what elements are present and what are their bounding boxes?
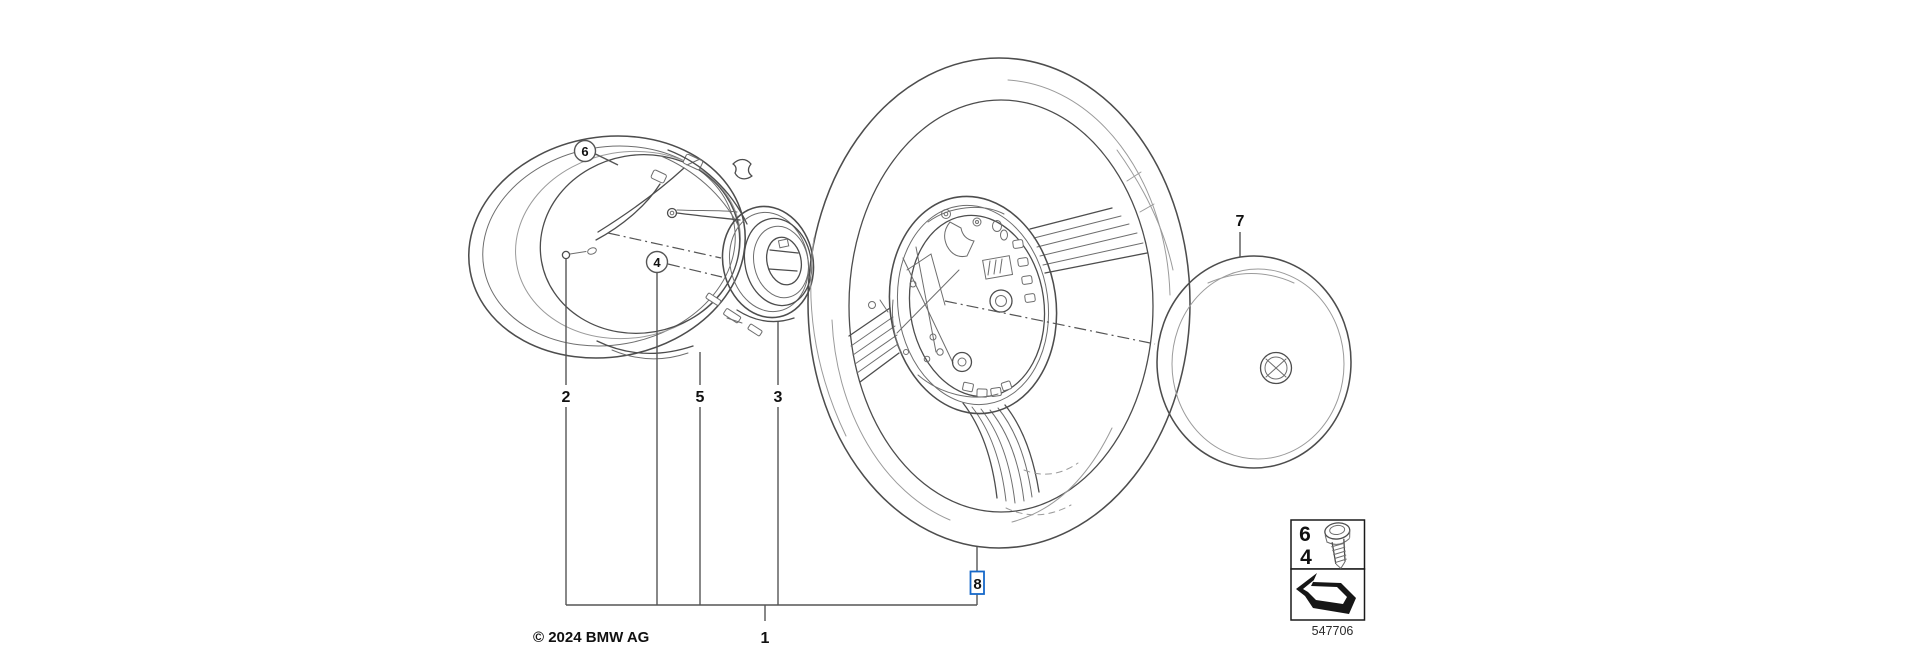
- direction-arrow-icon: [1296, 573, 1356, 614]
- selected-callout-box[interactable]: [969, 570, 985, 595]
- locating-pin[interactable]: [561, 250, 587, 260]
- housing-wires: [595, 149, 748, 241]
- bmw-roundel-icon: [1259, 351, 1293, 385]
- callout-label-1[interactable]: 1: [761, 630, 770, 647]
- screw-icon: [1324, 522, 1351, 570]
- retaining-clips[interactable]: [705, 292, 763, 337]
- steering-wheel[interactable]: [807, 57, 1191, 549]
- callout-label-4[interactable]: 4: [653, 255, 661, 270]
- fastener-legend: 6 4 547706: [1290, 519, 1366, 638]
- assembly-axis-lines: [607, 232, 1156, 345]
- callout-circle-4[interactable]: [645, 250, 669, 274]
- airbag-cover[interactable]: [1156, 255, 1352, 469]
- callout-label-2[interactable]: 2: [562, 389, 571, 406]
- left-spoke: [848, 299, 900, 383]
- callout-label-6[interactable]: 6: [581, 144, 588, 159]
- copyright-text: © 2024 BMW AG: [533, 629, 649, 646]
- callout-label-8[interactable]: 8: [973, 576, 981, 593]
- coil-spring-housing[interactable]: [451, 115, 763, 380]
- callout-label-5[interactable]: 5: [696, 389, 705, 406]
- callout-circle-6[interactable]: [573, 139, 597, 163]
- bottom-spoke: [962, 402, 1079, 516]
- callout-label-3[interactable]: 3: [774, 389, 783, 406]
- legend-label-top: 6: [1299, 523, 1311, 546]
- diagram-code: 547706: [1312, 624, 1354, 638]
- callouts: 6 4 2 5 3 1 7 8: [562, 139, 1245, 647]
- callout-label-7[interactable]: 7: [1236, 213, 1245, 230]
- legend-label-bottom: 4: [1300, 546, 1312, 569]
- right-spoke: [1029, 207, 1148, 274]
- wheel-hub: [888, 195, 1058, 415]
- slip-ring[interactable]: [712, 198, 823, 326]
